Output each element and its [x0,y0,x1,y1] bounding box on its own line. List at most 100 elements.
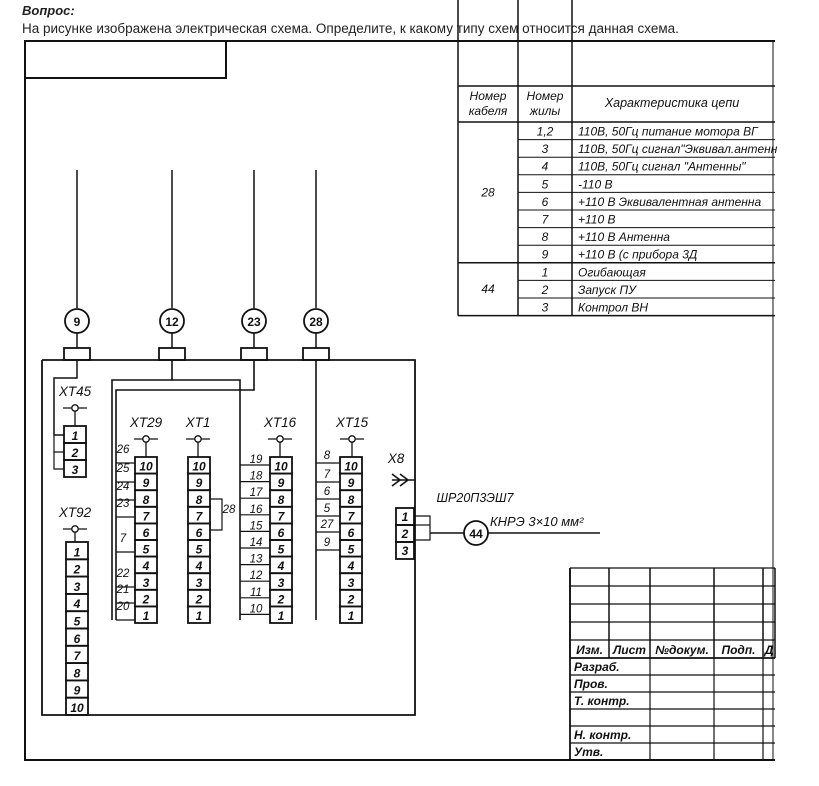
terminal-number: 1 [74,545,81,559]
terminal-number: 7 [143,509,151,523]
terminal-number: 10 [192,460,206,474]
core-number-cell: 5 [542,177,549,191]
terminal-number: 2 [71,446,79,460]
wire-label-xt29: 22 [116,568,130,580]
cable-number-cell: 28 [480,185,495,199]
core-number-cell: 3 [542,142,549,156]
title-column-2: №докум. [655,643,709,657]
terminal-number: 10 [344,460,358,474]
terminal-number: 8 [143,493,150,507]
wire-label-xt16: 18 [250,471,263,483]
table-row: 8 +110 В Антенна [542,230,671,244]
terminal-block-label: XT92 [58,505,92,520]
question-text: На рисунке изображена электрическая схем… [22,21,679,36]
terminal-number: 5 [143,543,150,557]
wire-label-xt15: 5 [324,503,331,515]
terminal-block-symbol-dot [194,435,202,443]
terminal-cell [63,459,87,478]
terminal-number: 10 [139,460,153,474]
cable-marker-label: 9 [74,315,81,329]
connector-pin-number: 2 [401,527,409,541]
terminal-number: 3 [348,576,355,590]
cable-gland-28 [302,347,330,361]
terminal-number: 9 [348,476,355,490]
wire-label-xt16: 16 [250,504,263,516]
connector-pin [395,541,415,560]
core-number-cell: 8 [542,230,549,244]
wire-label-xt29: 23 [116,498,130,510]
terminal-cell [187,605,211,624]
terminal-number: 6 [196,526,203,540]
wire-label-xt29: 7 [120,533,127,545]
terminal-number: 1 [196,609,203,623]
terminal-block-label: XT1 [185,415,211,430]
core-number-cell: 3 [542,301,549,315]
cable-marker-label: 28 [309,315,323,329]
circuit-characteristic-cell: 110В, 50Гц сигнал "Антенны" [578,160,746,174]
terminal-number: 6 [74,632,81,646]
connector-wire [414,515,431,541]
cable-marker-label: 44 [469,527,483,541]
title-row-label: Т. контр. [574,694,630,708]
wire-xt45-3 [53,452,64,470]
terminal-number: 4 [195,559,203,573]
terminal-number: 10 [70,701,84,715]
core-number-cell: 6 [542,195,549,209]
circuit-characteristic-cell: Огибающая [578,265,646,279]
terminal-number: 3 [143,576,150,590]
terminal-number: 9 [74,684,81,698]
wire-label-xt15: 6 [324,486,331,498]
terminal-number: 2 [195,592,203,606]
wire-cable12-bundle-right [172,379,241,620]
title-column-0: Изм. [576,643,603,657]
cable-gland-12 [158,347,186,361]
wire-label-xt15: 8 [324,450,331,462]
terminal-block-label: XT29 [129,415,163,430]
wire-cable23 [115,360,255,620]
wire-label-xt15: 7 [324,469,331,481]
cable-gland-9 [63,347,91,361]
terminal-number: 3 [72,463,79,477]
jumper-xt1 [210,498,223,531]
connector-type: ШР20П3ЭШ7 [437,491,515,505]
cable-marker-label: 12 [165,315,179,329]
terminal-number: 3 [74,580,81,594]
circuit-characteristic-cell: +110 В Антенна [578,230,670,244]
table-row: 7+110 В [542,213,616,227]
core-number-cell: 7 [542,213,550,227]
wire-label-xt16: 12 [250,570,263,582]
wire-label-xt16: 13 [250,554,263,566]
wire-label-xt16: 14 [250,537,263,549]
wire-label-xt29: 26 [116,444,130,456]
terminal-number: 5 [348,543,355,557]
table-row: 5-110 В [542,177,613,191]
core-number-cell: 9 [542,248,549,262]
core-number-cell: 4 [542,160,549,174]
title-column-1: Лист [612,643,646,657]
wire-label-xt16: 15 [250,520,263,532]
terminal-block-label: XT15 [335,415,369,430]
cable-marker-12 [159,308,185,334]
table-row: 4 110В, 50Гц сигнал "Антенны" [542,160,747,174]
terminal-block-symbol-dot [71,525,79,533]
terminal-number: 8 [196,493,203,507]
terminal-number: 4 [277,559,285,573]
circuit-characteristic-cell: +110 В (с прибора 3Д [578,248,698,262]
connector-pin-number: 1 [402,510,409,524]
connector-label: X8 [387,451,405,466]
terminal-number: 2 [347,592,355,606]
table-row: 9 +110 В (с прибора 3Д [542,248,698,262]
terminal-cell [269,605,293,624]
terminal-number: 8 [74,666,81,680]
circuit-characteristic-cell: Контрол ВН [578,301,648,315]
wire-label-xt29: 20 [116,601,130,613]
header-core-number-1: Номер [527,89,564,103]
